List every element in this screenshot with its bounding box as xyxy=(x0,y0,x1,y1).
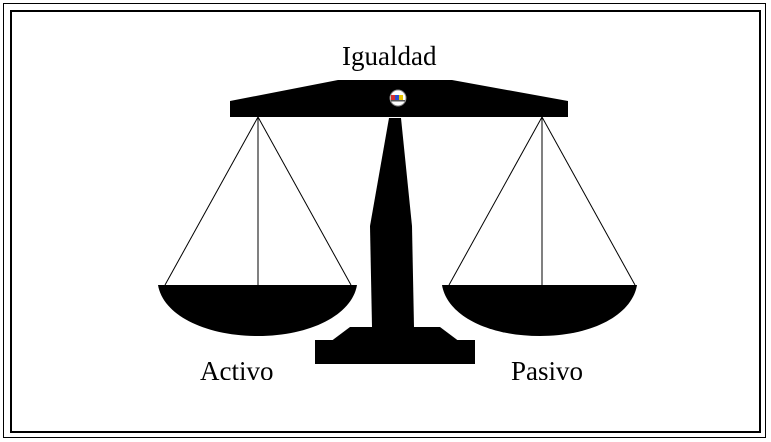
scale-base-step xyxy=(330,327,460,342)
balance-pivot-emblem-icon xyxy=(389,89,407,107)
outer-border xyxy=(3,3,766,438)
scale-base xyxy=(315,340,475,364)
right-pan xyxy=(442,285,637,336)
diagram-title: Igualdad xyxy=(336,43,443,70)
left-pan xyxy=(158,285,357,336)
left-pan-label: Activo xyxy=(198,358,276,380)
left-pan-strings xyxy=(164,116,352,286)
right-pan-label: Pasivo xyxy=(509,358,586,380)
scale-pillar xyxy=(370,118,414,327)
right-pan-strings xyxy=(448,116,636,286)
inner-border xyxy=(10,10,761,433)
